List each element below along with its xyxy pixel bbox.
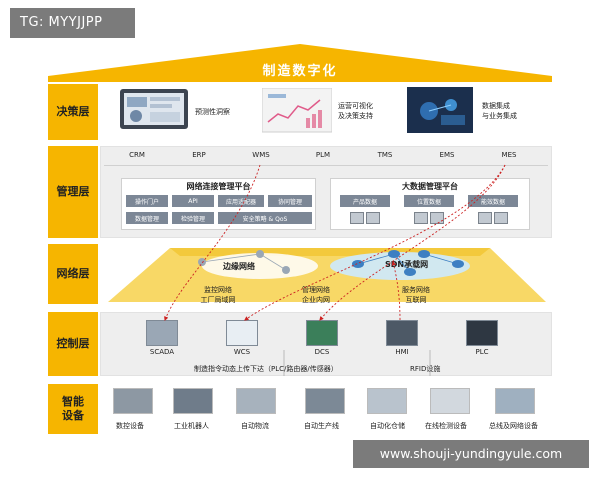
hmi-device-image	[386, 320, 418, 346]
system-ems: EMS	[439, 151, 455, 159]
device-logistics: 自动物流	[241, 422, 269, 430]
bigdata-platform-title: 大数据管理平台	[402, 182, 458, 191]
device-production-line: 自动生产线	[304, 422, 339, 430]
monitor-network-line1: 监控网络	[204, 286, 232, 294]
inspection-equipment-image	[430, 388, 470, 414]
control-plc: PLC	[475, 348, 489, 356]
layer-label-control: 控制层	[48, 312, 98, 376]
device-warehouse: 自动化仓储	[370, 422, 405, 430]
pill-collab: 协同管理	[268, 195, 312, 207]
industrial-robot-image	[173, 388, 213, 414]
tag-label: TG: MYYJJPP	[10, 8, 135, 38]
systems-divider	[104, 165, 548, 166]
layer-label-decision: 决策层	[48, 84, 98, 140]
server-icon	[430, 212, 444, 224]
server-icon	[478, 212, 492, 224]
page-title: 制造数字化	[262, 64, 338, 79]
scada-device-image	[146, 320, 178, 346]
edge-router-icons	[198, 250, 290, 274]
control-hmi: HMI	[395, 348, 409, 356]
management-network-line1: 管理网络	[302, 286, 330, 294]
server-icon	[414, 212, 428, 224]
control-note-rfid: RFID设施	[410, 365, 441, 373]
device-fieldbus: 总线及网络设备	[489, 422, 538, 430]
data-integration-image	[407, 87, 473, 133]
pill-portal: 操作门户	[126, 195, 168, 207]
device-inspection: 在线检测设备	[425, 422, 467, 430]
systems-row: CRM ERP WMS PLM TMS EMS MES	[104, 148, 548, 162]
service-network-line1: 服务网络	[402, 286, 430, 294]
arrow-hmi-sdn	[391, 260, 401, 321]
decision-item-3-line2: 与业务集成	[482, 112, 517, 120]
pill-security-qos: 安全策略 & QoS	[218, 212, 312, 224]
automated-warehouse-image	[367, 388, 407, 414]
decision-item-2-line1: 运营可视化	[338, 102, 373, 110]
management-network-line2: 企业内网	[302, 296, 330, 304]
layer-label-device: 智能 设备	[48, 384, 98, 434]
sdn-network-label: SDN承载网	[385, 260, 429, 269]
service-network-line2: 互联网	[405, 296, 427, 304]
system-plm: PLM	[315, 151, 331, 159]
arrow-mes-wcs	[244, 164, 506, 321]
wcs-device-image	[226, 320, 258, 346]
dashboard-tablet-image	[120, 89, 188, 129]
control-scada: SCADA	[149, 348, 175, 356]
pill-energy-data: 能效数据	[468, 195, 518, 207]
edge-network-label: 边缘网络	[223, 262, 255, 271]
decision-item-3-line1: 数据集成	[482, 102, 510, 110]
device-robot: 工业机器人	[174, 422, 209, 430]
pill-product-data: 产品数据	[340, 195, 390, 207]
network-platform-title: 网络连接管理平台	[186, 182, 251, 191]
pill-adapter: 应用适配器	[218, 195, 264, 207]
control-note-instructions: 制造指令动态上传下达（PLC/路由器/传感器）	[194, 365, 338, 373]
server-icon	[494, 212, 508, 224]
chart-screen-image	[262, 88, 332, 133]
control-wcs: WCS	[233, 348, 251, 356]
plc-device-image	[466, 320, 498, 346]
pill-api: API	[172, 195, 214, 207]
dcs-device-image	[306, 320, 338, 346]
website-watermark: www.shouji-yundingyule.com	[353, 440, 589, 468]
fieldbus-equipment-image	[495, 388, 535, 414]
system-crm: CRM	[129, 151, 145, 159]
server-icon	[350, 212, 364, 224]
system-wms: WMS	[252, 151, 270, 159]
automated-logistics-image	[236, 388, 276, 414]
network-plane-graphic	[108, 248, 546, 302]
system-erp: ERP	[192, 151, 206, 159]
decision-item-1: 预测性洞察	[195, 108, 230, 116]
cnc-equipment-image	[113, 388, 153, 414]
layer-label-network: 网络层	[48, 244, 98, 304]
decision-item-2-line2: 及决策支持	[338, 112, 373, 120]
management-network-label: 管理网络 企业内网	[286, 285, 346, 305]
server-icon	[366, 212, 380, 224]
monitor-network-label: 监控网络 工厂局域网	[188, 285, 248, 305]
pill-inspection: 检验管理	[172, 212, 214, 224]
arrow-wms-scada	[164, 164, 261, 322]
device-cnc: 数控设备	[116, 422, 144, 430]
pill-data-mgmt: 数据管理	[126, 212, 168, 224]
arrow-mes-dcs	[319, 164, 506, 321]
pill-location-data: 位置数据	[404, 195, 454, 207]
monitor-network-line2: 工厂局域网	[200, 296, 236, 304]
system-mes: MES	[501, 151, 517, 159]
sdn-router-icons	[352, 250, 464, 276]
system-tms: TMS	[377, 151, 393, 159]
service-network-label: 服务网络 互联网	[386, 285, 446, 305]
control-dcs: DCS	[314, 348, 330, 356]
layer-label-management: 管理层	[48, 146, 98, 238]
production-line-image	[305, 388, 345, 414]
